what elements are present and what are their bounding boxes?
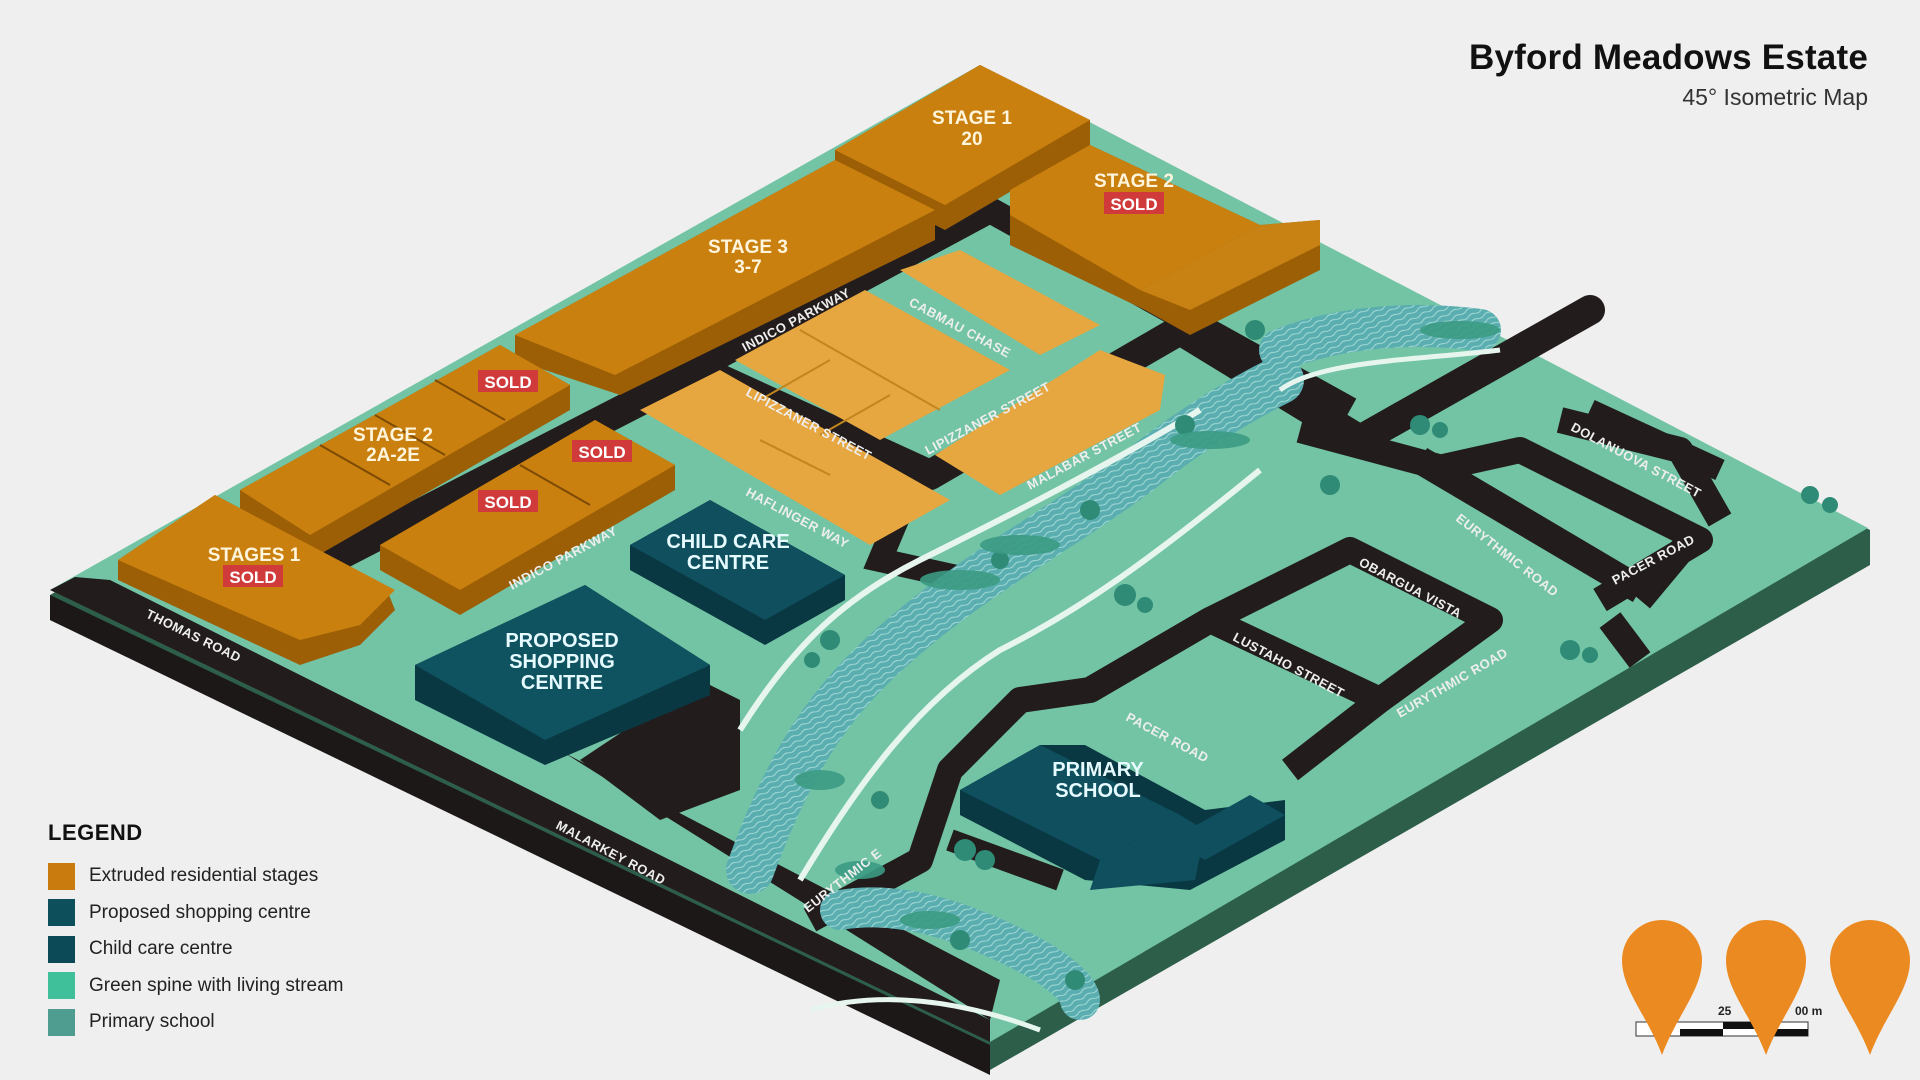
school-label-1: PRIMARY: [1052, 759, 1144, 781]
legend-swatch: [48, 935, 75, 963]
child-care-centre[interactable]: CHILD CARE CENTRE: [630, 500, 845, 645]
legend-item-residential: Extruded residential stages: [48, 858, 344, 895]
sold-badge: [478, 370, 538, 392]
stage-1-20-block[interactable]: STAGE 1 20: [835, 65, 1090, 230]
residential-stages[interactable]: STAGE 1 20 STAGE 2 SOLD STAGE 3 3-7 STAG…: [118, 65, 1320, 665]
legend-label: Proposed shopping centre: [89, 901, 311, 923]
sold-label-1: SOLD: [484, 373, 531, 392]
sold-badge: [1104, 192, 1164, 214]
stage-3-block[interactable]: STAGE 3 3-7: [515, 160, 935, 395]
sold-blocks-mid[interactable]: SOLD SOLD: [380, 420, 675, 615]
stage-2a-detail: 2A-2E: [366, 445, 420, 466]
green-spine: [726, 305, 1838, 1033]
stages-1-label: STAGES 1: [208, 545, 301, 566]
legend-item-school: Primary school: [48, 1004, 344, 1041]
sold-badge: [478, 490, 538, 512]
child-care-label-1: CHILD CARE: [666, 531, 789, 553]
child-care-label-2: CENTRE: [687, 552, 769, 574]
sold-label-3: SOLD: [484, 493, 531, 512]
legend-swatch: [48, 862, 75, 890]
legend-title: LEGEND: [48, 820, 143, 845]
title-block: Byford Meadows Estate 45° Isometric Map: [1469, 38, 1868, 111]
map-pin-icon[interactable]: [1830, 920, 1910, 1055]
legend-label: Extruded residential stages: [89, 865, 319, 887]
primary-school[interactable]: PRIMARY SCHOOL: [960, 745, 1285, 890]
legend-swatch: [48, 899, 75, 927]
legend: LEGEND Extruded residential stages Propo…: [48, 820, 344, 1041]
scale-right-label: 00 m: [1795, 1004, 1822, 1018]
stage-3-label: STAGE 3: [708, 237, 788, 258]
stage-3-detail: 3-7: [734, 257, 761, 278]
school-label-2: SCHOOL: [1055, 780, 1141, 802]
inner-residential-lots[interactable]: [640, 250, 1165, 545]
legend-item-childcare: Child care centre: [48, 931, 344, 968]
stage-2-sold: SOLD: [1110, 195, 1157, 214]
sold-label-2: SOLD: [578, 443, 625, 462]
map-pin-icon[interactable]: [1726, 920, 1806, 1055]
shopping-label-3: CENTRE: [521, 672, 603, 694]
stages-1-sold: SOLD: [229, 568, 276, 587]
sold-badge: [572, 440, 632, 462]
legend-item-green-spine: Green spine with living stream: [48, 968, 344, 1005]
stage-2-label: STAGE 2: [1094, 171, 1174, 192]
map-pins[interactable]: [1622, 920, 1910, 1055]
legend-swatch: [48, 972, 75, 1000]
stages-1-sold-block[interactable]: STAGES 1 SOLD: [118, 495, 395, 665]
shopping-label-2: SHOPPING: [509, 651, 615, 673]
map-pin-icon[interactable]: [1622, 920, 1702, 1055]
stage-2a-2e-block[interactable]: STAGE 2 2A-2E SOLD: [240, 345, 570, 560]
page-title: Byford Meadows Estate: [1468, 38, 1868, 77]
stage-1-label: STAGE 1: [932, 108, 1012, 129]
legend-label: Primary school: [89, 1011, 215, 1033]
page-subtitle: 45° Isometric Map: [1682, 84, 1868, 110]
stage-1-detail: 20: [961, 129, 982, 150]
legend-label: Green spine with living stream: [89, 974, 344, 996]
stage-2a-label: STAGE 2: [353, 425, 433, 446]
legend-item-shopping: Proposed shopping centre: [48, 895, 344, 932]
scale-left-label: 25: [1718, 1004, 1732, 1018]
legend-label: Child care centre: [89, 938, 233, 960]
sold-badge: [223, 565, 283, 587]
shopping-centre[interactable]: PROPOSED SHOPPING CENTRE: [415, 585, 710, 765]
stage-2-sold-block[interactable]: STAGE 2 SOLD: [1010, 145, 1320, 335]
shopping-label-1: PROPOSED: [505, 630, 618, 652]
legend-swatch: [48, 1008, 75, 1036]
